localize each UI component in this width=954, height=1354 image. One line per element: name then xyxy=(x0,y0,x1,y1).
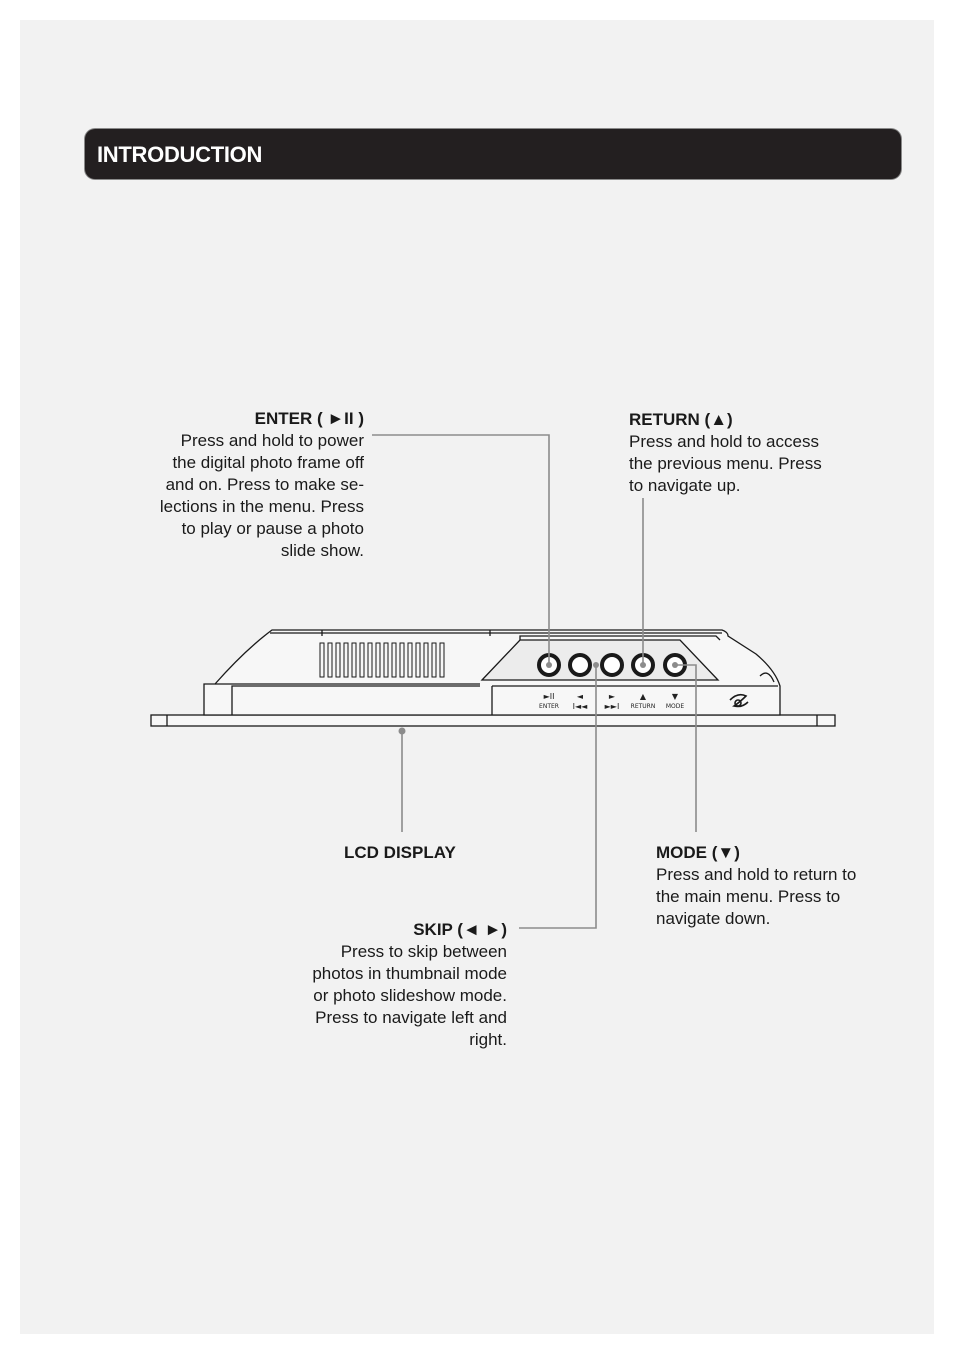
brand-logo-icon xyxy=(729,693,749,708)
skip-back-button xyxy=(568,653,592,677)
down-arrow-symbol: ▼ xyxy=(672,692,679,701)
return-desc-line: to navigate up. xyxy=(629,476,741,495)
mode-leader xyxy=(675,664,697,832)
enter-desc-line: the digital photo frame off xyxy=(172,453,364,472)
return-label: RETURN xyxy=(631,703,656,710)
lcd-callout: LCD DISPLAY xyxy=(344,842,504,864)
enter-leader xyxy=(372,434,550,665)
right-arrow-symbol: ► xyxy=(609,692,616,701)
leader-lines xyxy=(372,434,697,929)
frame-base xyxy=(150,714,836,727)
skip-callout: SKIP (◄ ►) Press to skip between photos … xyxy=(270,919,507,1051)
enter-desc-line: Press and hold to power xyxy=(180,431,364,450)
next-symbol: ►►I xyxy=(605,702,620,711)
skip-desc-line: or photo slideshow mode. xyxy=(313,986,507,1005)
return-desc-line: Press and hold to access xyxy=(629,432,819,451)
section-title: INTRODUCTION xyxy=(97,142,263,167)
mode-desc-line: Press and hold to return to xyxy=(656,865,857,884)
mode-desc-line: navigate down. xyxy=(656,909,771,928)
enter-desc-line: slide show. xyxy=(280,541,364,560)
skip-desc-line: photos in thumbnail mode xyxy=(312,964,507,983)
enter-callout: ENTER ( ►II ) Press and hold to power th… xyxy=(130,408,364,562)
mode-callout: MODE (▼) Press and hold to return to the… xyxy=(656,842,906,930)
section-header: INTRODUCTION xyxy=(85,129,901,179)
lcd-title: LCD DISPLAY xyxy=(344,843,456,862)
skip-desc-line: Press to skip between xyxy=(340,942,507,961)
return-callout: RETURN (▲) Press and hold to access the … xyxy=(629,409,869,497)
previous-symbol: I◄◄ xyxy=(573,702,589,711)
skip-title: SKIP (◄ ►) xyxy=(413,920,507,939)
return-desc-line: the previous menu. Press xyxy=(629,454,822,473)
skip-forward-button xyxy=(600,653,624,677)
mode-desc-line: the main menu. Press to xyxy=(656,887,841,906)
enter-label: ENTER xyxy=(539,703,559,710)
return-title: RETURN (▲) xyxy=(629,410,733,429)
play-pause-symbol: ►II xyxy=(544,692,555,701)
mode-title: MODE (▼) xyxy=(656,843,740,862)
enter-desc-line: and on. Press to make se- xyxy=(165,475,364,494)
enter-title: ENTER ( ►II ) xyxy=(254,409,364,428)
left-arrow-symbol: ◄ xyxy=(577,692,584,701)
vent-grille-icon xyxy=(319,642,445,678)
frame-body xyxy=(150,629,836,727)
mode-label: MODE xyxy=(666,703,685,710)
skip-desc-line: Press to navigate left and xyxy=(315,1008,507,1027)
enter-desc-line: to play or pause a photo xyxy=(181,519,364,538)
skip-desc-line: right. xyxy=(469,1030,507,1049)
skip-leader xyxy=(519,665,597,929)
up-arrow-symbol: ▲ xyxy=(640,692,647,701)
button-labels: ►II ENTER ◄ I◄◄ ► ►►I ▲ RETURN ▼ MODE xyxy=(539,692,684,711)
leader-dots xyxy=(398,662,678,735)
enter-desc-line: lections in the menu. Press xyxy=(159,497,364,516)
